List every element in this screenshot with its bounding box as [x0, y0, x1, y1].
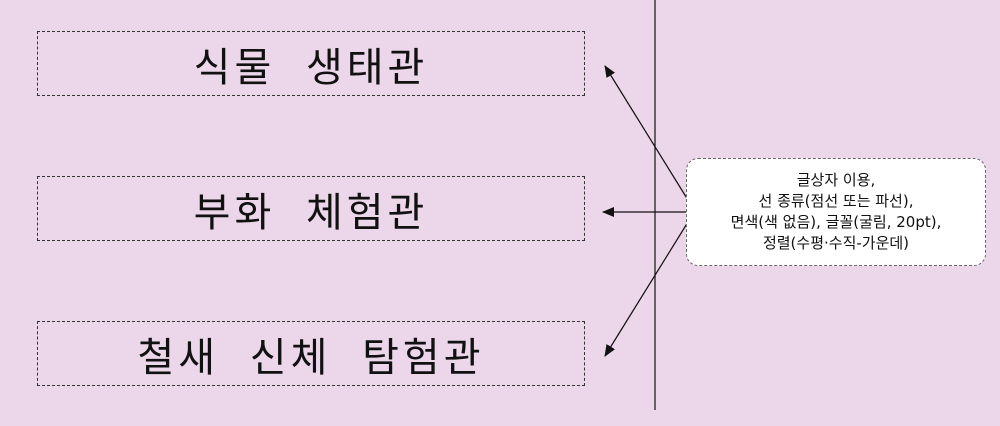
arrow-to-box-1: [604, 65, 689, 201]
callout-line: 선 종류(점선 또는 파선),: [758, 192, 914, 210]
box-hatching-experience: 부화 체험관: [37, 176, 585, 241]
callout-line: 정렬(수평·수직-가운데): [762, 234, 910, 252]
box-label: 식물 생태관: [193, 44, 429, 91]
box-label: 부화 체험관: [193, 189, 429, 236]
box-label: 철새 신체 탐험관: [137, 334, 485, 381]
callout-line: 글상자 이용,: [796, 171, 876, 189]
callout-note: 글상자 이용, 선 종류(점선 또는 파선), 면색(색 없음), 글꼴(굴림,…: [686, 158, 986, 266]
box-plant-ecology: 식물 생태관: [37, 31, 585, 96]
box-migratory-bird-body: 철새 신체 탐험관: [37, 321, 585, 386]
callout-line: 면색(색 없음), 글꼴(굴림, 20pt),: [730, 213, 942, 231]
arrow-to-box-3: [604, 221, 689, 357]
